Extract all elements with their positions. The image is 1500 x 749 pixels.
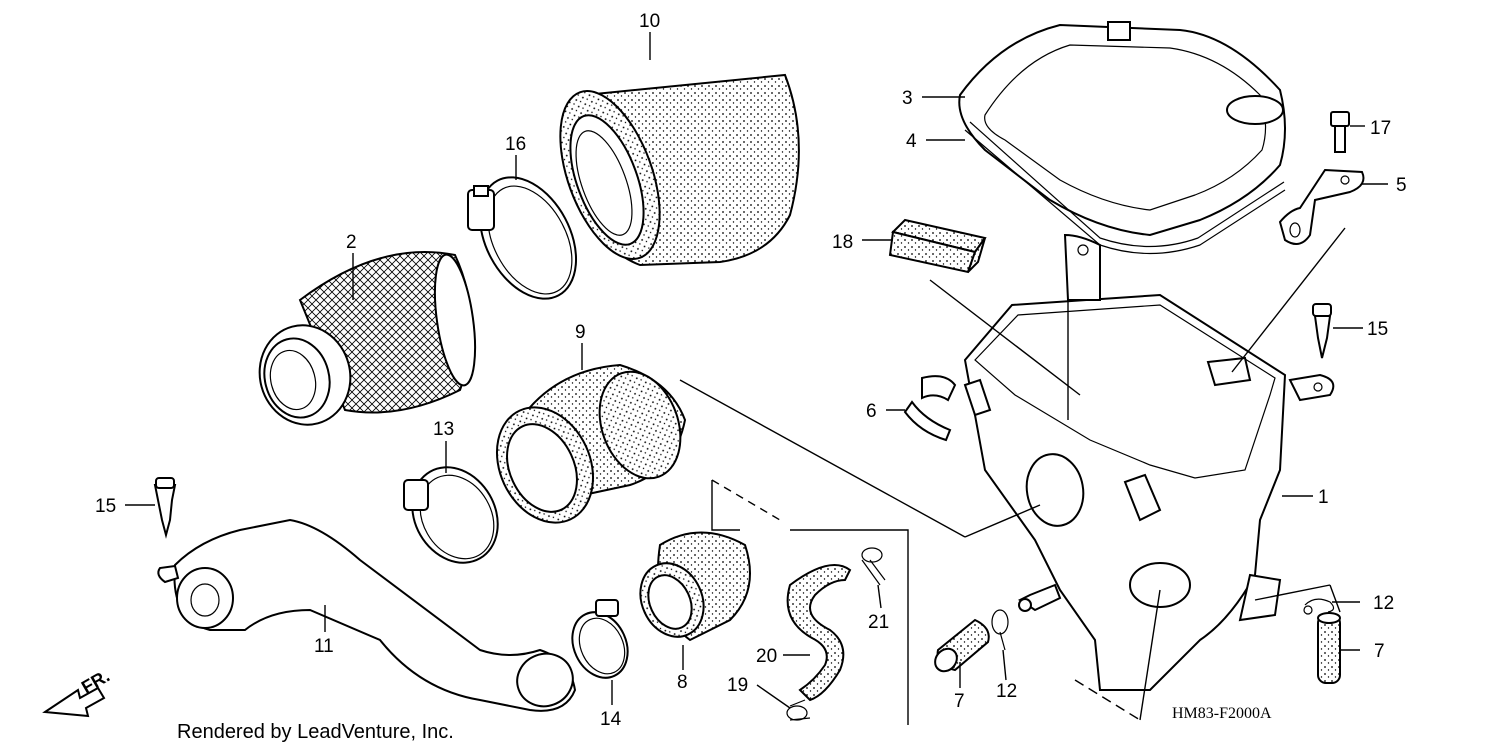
- callout-10: 10: [639, 11, 660, 32]
- callout-15a: 15: [95, 496, 116, 517]
- foam-block: [888, 218, 987, 274]
- front-direction-arrow: FR.: [42, 666, 113, 718]
- callout-7b: 7: [1374, 641, 1385, 662]
- credit-text: Rendered by LeadVenture, Inc.: [177, 721, 454, 743]
- callout-2: 2: [346, 232, 357, 253]
- connecting-tube: [495, 363, 687, 524]
- callout-5: 5: [1396, 175, 1407, 196]
- air-filter-element: [559, 73, 800, 267]
- callout-19: 19: [727, 675, 748, 696]
- callout-labels: 1 2 3 4 5 6 7 7 8 9 10 11 12 12 13 14 15…: [95, 11, 1407, 730]
- callout-12b: 12: [1373, 593, 1394, 614]
- tube-clip-upper: [861, 547, 886, 586]
- drain-clip-right: [1303, 598, 1335, 615]
- bolt: [1330, 111, 1350, 153]
- filter-case-screen: [258, 251, 477, 426]
- callout-14: 14: [600, 709, 622, 730]
- leader-lines: [125, 32, 1388, 725]
- callout-3: 3: [902, 88, 913, 109]
- callout-6: 6: [866, 401, 877, 422]
- callout-12a: 12: [996, 681, 1017, 702]
- callout-21: 21: [868, 612, 889, 633]
- drain-tube: [786, 564, 852, 702]
- connecting-tube-small: [639, 531, 751, 642]
- clamp: [903, 375, 957, 442]
- clip-right: [1312, 303, 1332, 359]
- hose-clamp-small: [571, 599, 629, 679]
- callout-16: 16: [505, 134, 526, 155]
- hose-clamp-upper: [467, 176, 578, 300]
- drain-clip-left: [991, 609, 1009, 651]
- tube-clip-lower: [786, 699, 811, 721]
- intake-duct: [157, 518, 577, 712]
- drain-plug-right: [1317, 612, 1341, 684]
- callout-4: 4: [906, 131, 917, 152]
- callout-20: 20: [756, 646, 777, 667]
- clip-left: [153, 477, 177, 539]
- air-cleaner-case: [963, 233, 1335, 691]
- diagram-code: HM83-F2000A: [1172, 705, 1272, 722]
- air-cleaner-cover: [958, 21, 1286, 237]
- callout-13: 13: [433, 419, 454, 440]
- callout-11: 11: [314, 636, 334, 657]
- callout-1: 1: [1318, 487, 1329, 508]
- front-direction-label: FR.: [78, 666, 113, 698]
- drain-plug-left: [934, 618, 990, 673]
- stay-bracket: [1278, 168, 1365, 245]
- hose-clamp-middle: [403, 466, 499, 564]
- callout-17: 17: [1370, 118, 1391, 139]
- cover-seal: [964, 121, 1286, 255]
- callout-8: 8: [677, 672, 688, 693]
- callout-18: 18: [832, 232, 853, 253]
- callout-9: 9: [575, 322, 586, 343]
- drain-joint: [1018, 583, 1062, 612]
- callout-7a: 7: [954, 691, 965, 712]
- callout-15b: 15: [1367, 319, 1388, 340]
